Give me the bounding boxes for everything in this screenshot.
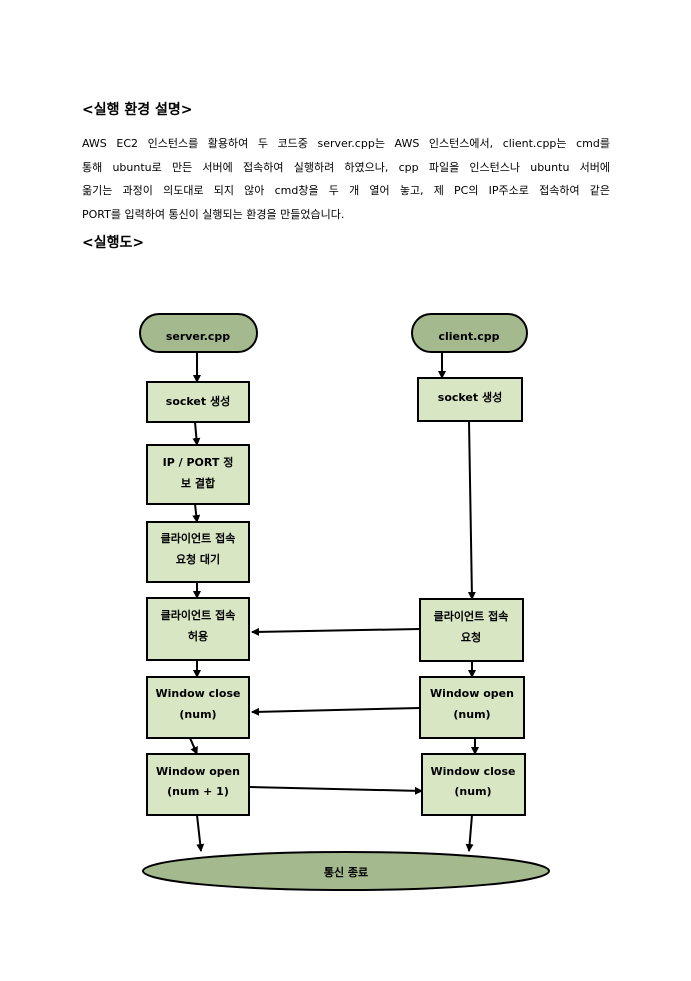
arrow-server-open-to-end [196, 814, 205, 852]
section-title-environment: <실행 환경 설명> [82, 102, 193, 118]
arrow-server-close-to-open [189, 737, 198, 755]
server-step-label: (num + 1) [167, 785, 229, 798]
server-step-socket [146, 381, 250, 423]
client-step-label: (num) [453, 708, 490, 721]
server-step-wait [146, 521, 250, 583]
server-step-label: 클라이언트 접속 [161, 531, 236, 545]
description-line: AWS EC2 인스턴스를 활용하여 두 코드중 server.cpp는 AWS… [82, 137, 610, 150]
client-step-window-close [421, 753, 526, 816]
server-step-bind [146, 444, 250, 505]
server-step-label: 허용 [188, 629, 208, 643]
client-step-label: 요청 [461, 630, 481, 644]
server-step-label: IP / PORT 정 [163, 455, 234, 469]
description-line: PORT를 입력하여 통신이 실행되는 환경을 만들었습니다. [82, 207, 345, 221]
server-step-label: 요청 대기 [176, 552, 220, 566]
server-step-accept [146, 597, 250, 661]
flow-arrows [189, 352, 479, 852]
description-line: 옮기는 과정이 의도대로 되지 않아 cmd창을 두 개 열어 놓고, 제 PC… [82, 184, 610, 197]
server-step-label: 클라이언트 접속 [161, 608, 236, 622]
arrow-server-bind-to-wait [192, 503, 201, 523]
section-title-flowchart: <실행도> [82, 235, 145, 251]
server-start-terminal [139, 313, 258, 353]
description-line: 통해 ubuntu로 만든 서버에 접속하여 실행하려 하였으나, cpp 파일… [82, 160, 610, 174]
server-step-window-close [146, 676, 250, 739]
arrow-server-socket-to-bind [192, 421, 201, 446]
arrow-open-to-client-close [249, 786, 423, 795]
client-step-window-open [419, 676, 525, 739]
server-step-label: Window close [155, 687, 240, 700]
server-step-label: 보 결합 [181, 476, 215, 490]
end-terminal [142, 851, 550, 891]
environment-description: AWS EC2 인스턴스를 활용하여 두 코드중 server.cpp는 AWS… [82, 132, 610, 226]
server-step-label: socket 생성 [166, 394, 230, 408]
arrow-open-to-close [251, 707, 421, 716]
server-step-label: (num) [179, 708, 216, 721]
server-start-label: server.cpp [166, 330, 230, 343]
client-step-label: (num) [454, 785, 491, 798]
end-label: 통신 종료 [324, 865, 368, 879]
client-step-label: 클라이언트 접속 [434, 609, 509, 623]
client-start-label: client.cpp [438, 330, 499, 343]
arrow-client-socket-to-request [467, 420, 476, 600]
client-step-socket [417, 377, 523, 422]
client-step-label: Window close [430, 765, 515, 778]
client-start-terminal [411, 313, 528, 353]
client-step-label: socket 생성 [438, 390, 502, 404]
arrow-request-to-accept [251, 627, 421, 636]
client-step-label: Window open [430, 687, 514, 700]
server-step-label: Window open [156, 765, 240, 778]
arrow-client-close-to-end [465, 814, 474, 852]
server-step-window-open [146, 753, 250, 816]
client-step-request [419, 598, 524, 662]
